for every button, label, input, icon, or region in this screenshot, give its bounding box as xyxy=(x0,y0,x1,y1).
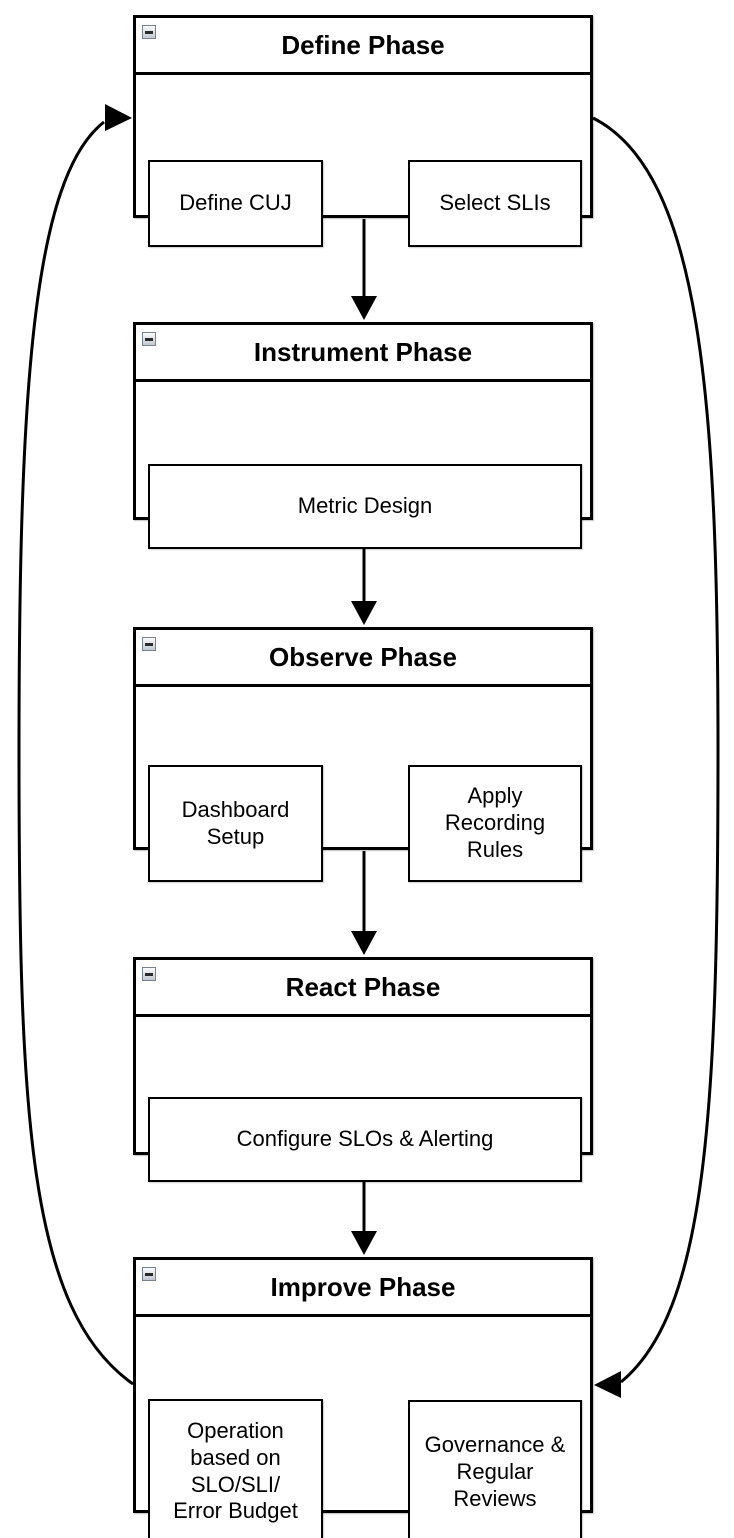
task-define-cuj[interactable]: Define CUJ xyxy=(148,160,323,247)
phase-define-title: Define Phase xyxy=(281,29,445,60)
connector-improve-to-define[interactable] xyxy=(17,120,134,1386)
collapse-button-observe[interactable] xyxy=(142,637,156,651)
task-metric-design-label: Metric Design xyxy=(297,493,433,519)
collapse-button-instrument[interactable] xyxy=(142,332,156,346)
phase-react[interactable]: React Phase Configure SLOs & Alerting xyxy=(133,957,593,1182)
phase-observe-header: Observe Phase xyxy=(136,630,590,687)
collapse-button-define[interactable] xyxy=(142,25,156,39)
task-select-slis-label: Select SLIs xyxy=(439,190,551,216)
arrowhead-into-improve-icon xyxy=(594,1371,621,1398)
task-operation-slo-sli-error-budget[interactable]: Operation based on SLO/SLI/ Error Budget xyxy=(148,1399,323,1538)
phase-define[interactable]: Define Phase Define CUJ Select SLIs xyxy=(133,15,593,247)
connector-define-to-improve[interactable] xyxy=(592,116,720,1384)
minus-icon xyxy=(145,30,153,34)
task-operation-slo-sli-error-budget-label: Operation based on SLO/SLI/ Error Budget xyxy=(173,1417,298,1524)
task-dashboard-setup-label: Dashboard Setup xyxy=(181,796,290,849)
phase-instrument[interactable]: Instrument Phase Metric Design xyxy=(133,322,593,549)
phase-observe-title: Observe Phase xyxy=(269,641,457,672)
phase-instrument-header: Instrument Phase xyxy=(136,325,590,382)
task-dashboard-setup[interactable]: Dashboard Setup xyxy=(148,765,323,882)
arrowhead-into-define-icon xyxy=(105,104,132,131)
task-apply-recording-rules[interactable]: Apply Recording Rules xyxy=(408,765,582,882)
phase-define-header: Define Phase xyxy=(136,18,590,75)
minus-icon xyxy=(145,1272,153,1276)
task-metric-design[interactable]: Metric Design xyxy=(148,464,582,549)
phase-instrument-title: Instrument Phase xyxy=(253,336,473,367)
phase-react-title: React Phase xyxy=(285,971,441,1002)
task-define-cuj-label: Define CUJ xyxy=(179,190,292,216)
phase-observe[interactable]: Observe Phase Dashboard Setup Apply Reco… xyxy=(133,627,593,882)
collapse-button-improve[interactable] xyxy=(142,1267,156,1281)
phase-improve-header: Improve Phase xyxy=(136,1260,590,1317)
task-governance-regular-reviews[interactable]: Governance & Regular Reviews xyxy=(408,1400,582,1538)
arrowhead-into-improve-phase-icon xyxy=(351,1231,377,1255)
task-configure-slos-alerting[interactable]: Configure SLOs & Alerting xyxy=(148,1097,582,1182)
phase-improve-title: Improve Phase xyxy=(270,1271,456,1302)
task-select-slis[interactable]: Select SLIs xyxy=(408,160,582,247)
task-governance-regular-reviews-label: Governance & Regular Reviews xyxy=(424,1432,566,1511)
task-configure-slos-alerting-label: Configure SLOs & Alerting xyxy=(236,1126,494,1152)
arrowhead-into-observe-icon xyxy=(351,601,377,625)
arrowhead-into-react-icon xyxy=(351,931,377,955)
collapse-button-react[interactable] xyxy=(142,967,156,981)
task-apply-recording-rules-label: Apply Recording Rules xyxy=(444,783,546,862)
phase-react-header: React Phase xyxy=(136,960,590,1017)
phase-improve[interactable]: Improve Phase Operation based on SLO/SLI… xyxy=(133,1257,593,1538)
minus-icon xyxy=(145,337,153,341)
minus-icon xyxy=(145,642,153,646)
arrowhead-into-instrument-icon xyxy=(351,296,377,320)
minus-icon xyxy=(145,972,153,976)
